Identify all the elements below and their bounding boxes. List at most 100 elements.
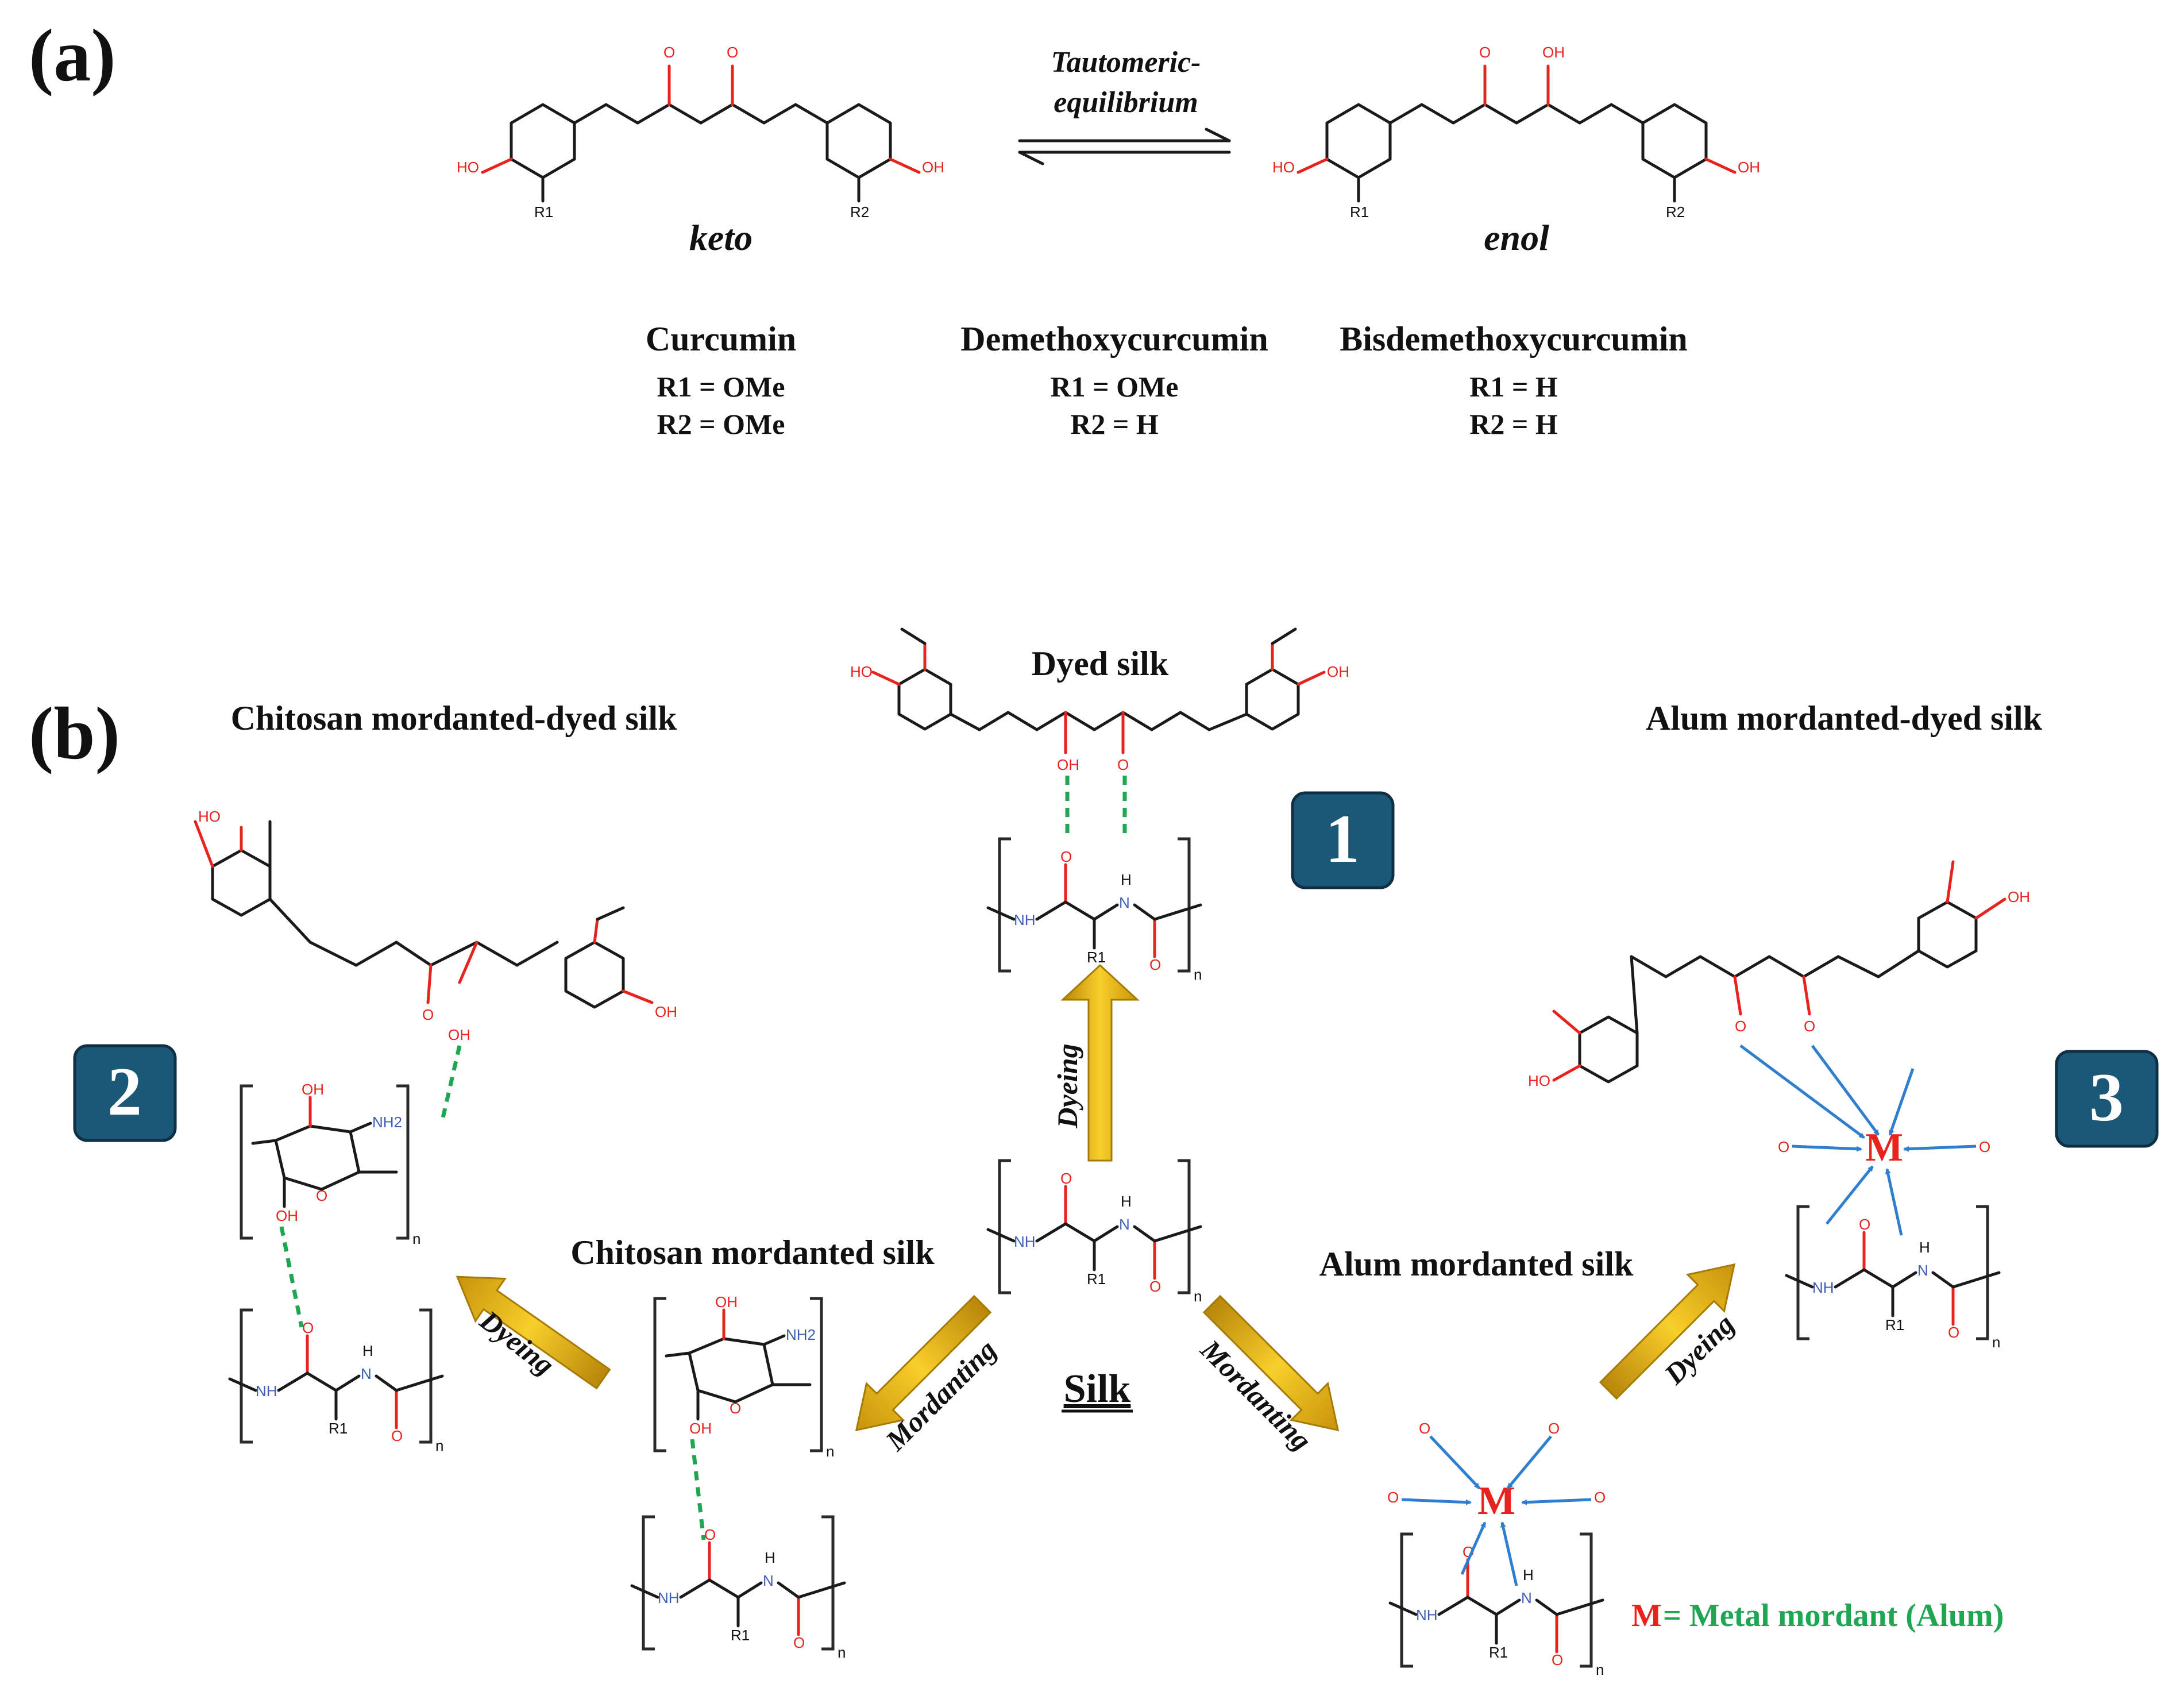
atom-oh: OH bbox=[655, 1003, 677, 1020]
metal-legend: M = Metal mordant (Alum) bbox=[1631, 1598, 2004, 1633]
title-alum-dyed-silk: Alum mordanted-dyed silk bbox=[1646, 699, 2043, 737]
metal-symbol: M bbox=[1865, 1126, 1903, 1170]
title-chitosan-dyed-silk: Chitosan mordanted-dyed silk bbox=[231, 699, 677, 737]
compound-table: Curcumin R1 = OMe R2 = OMe Demethoxycurc… bbox=[646, 320, 1688, 440]
atom-o: O bbox=[727, 44, 738, 61]
silk-peptide: NH O N H O R1 n bbox=[986, 837, 1202, 983]
atom-r2: R2 bbox=[1666, 203, 1685, 221]
atom-o: O bbox=[1548, 1420, 1560, 1437]
atom-ho: HO bbox=[1528, 1072, 1550, 1089]
atom-h: H bbox=[1121, 871, 1132, 888]
silk-peptide-alum-dyed bbox=[1786, 1207, 2000, 1351]
atom-o: O bbox=[1804, 1018, 1815, 1035]
atom-o: O bbox=[1594, 1489, 1606, 1506]
atom-oh: OH bbox=[922, 159, 944, 176]
chitosan-unit: OH NH2 O OH n bbox=[653, 1293, 834, 1460]
atom-ho: HO bbox=[850, 663, 873, 680]
atom-nh2: NH2 bbox=[786, 1326, 816, 1343]
arrow-dyeing-up: Dyeing bbox=[1051, 964, 1140, 1162]
atom-r1: R1 bbox=[1087, 949, 1106, 966]
atom-o: O bbox=[422, 1006, 434, 1023]
keto-structure: O O HO OH R1 R2 bbox=[457, 44, 944, 221]
enol-structure: O OH HO OH R1 R2 bbox=[1272, 44, 1760, 221]
compound-r2: R2 = OMe bbox=[657, 408, 785, 440]
atom-oh: OH bbox=[689, 1420, 712, 1437]
silk-peptide-chitosan-dyed bbox=[230, 1310, 443, 1454]
alum-dyed-curcumin: OH HO O O bbox=[1528, 860, 2030, 1089]
equilibrium-label-1: Tautomeric- bbox=[1051, 46, 1201, 79]
atom-o: O bbox=[663, 44, 675, 61]
badge-2: 2 bbox=[73, 1044, 177, 1142]
atom-o: O bbox=[1979, 1138, 1990, 1155]
atom-nh: NH bbox=[1014, 911, 1036, 928]
dyed-silk-curcumin: HO OH OH O bbox=[850, 627, 1349, 839]
atom-oh: OH bbox=[448, 1026, 470, 1043]
atom-oh: OH bbox=[1738, 159, 1760, 176]
alum-dyed-metal-complex: M O O bbox=[1739, 1044, 1990, 1236]
center-silk-label: Silk bbox=[1064, 1367, 1131, 1411]
compound-r2: R2 = H bbox=[1469, 408, 1558, 440]
enol-label: enol bbox=[1484, 217, 1549, 258]
badge-number: 2 bbox=[107, 1053, 142, 1130]
atom-o: O bbox=[730, 1400, 741, 1417]
silk-peptide-center bbox=[988, 1161, 1202, 1305]
atom-o: O bbox=[1479, 44, 1491, 61]
chitosan-dyed-curcumin: HO OH O OH bbox=[194, 808, 677, 1121]
atom-ho: HO bbox=[1272, 159, 1295, 176]
hbond bbox=[690, 1439, 706, 1540]
atom-o: O bbox=[1149, 956, 1161, 973]
atom-oh: OH bbox=[1057, 756, 1079, 773]
silk-peptide-chitosan bbox=[632, 1517, 846, 1661]
atom-o: O bbox=[1387, 1489, 1399, 1506]
compound-r2: R2 = H bbox=[1070, 408, 1159, 440]
arrow-mordanting-right bbox=[1202, 1294, 1340, 1432]
atom-oh: OH bbox=[715, 1293, 738, 1311]
badge-number: 3 bbox=[2089, 1059, 2124, 1135]
panel-a-label: (a) bbox=[29, 14, 116, 97]
atom-r2: R2 bbox=[850, 203, 869, 221]
panel-b-label: (b) bbox=[29, 692, 120, 775]
atom-n-subscript: n bbox=[826, 1443, 834, 1460]
keto-label: keto bbox=[689, 217, 753, 258]
badge-3: 3 bbox=[2055, 1050, 2159, 1148]
atom-oh: OH bbox=[1542, 44, 1565, 61]
atom-n: N bbox=[1119, 894, 1130, 911]
atom-r1: R1 bbox=[1350, 203, 1369, 221]
badge-number: 1 bbox=[1325, 800, 1360, 877]
compound-name: Bisdemethoxycurcumin bbox=[1340, 320, 1688, 358]
atom-o: O bbox=[1778, 1138, 1789, 1155]
atom-ho: HO bbox=[457, 159, 479, 176]
title-alum-silk: Alum mordanted silk bbox=[1319, 1245, 1634, 1283]
compound-name: Demethoxycurcumin bbox=[960, 320, 1268, 358]
compound-r1: R1 = H bbox=[1469, 371, 1558, 403]
chitosan-unit-dyed bbox=[241, 1081, 420, 1247]
legend-symbol: M bbox=[1631, 1598, 1662, 1633]
title-dyed-silk: Dyed silk bbox=[1032, 645, 1169, 683]
atom-o: O bbox=[1419, 1420, 1430, 1437]
atom-o: O bbox=[1117, 756, 1129, 773]
arrow-label-dyeing: Dyeing bbox=[1051, 1043, 1083, 1128]
equilibrium-arrows: Tautomeric- equilibrium bbox=[1018, 46, 1231, 165]
alum-metal-complex: M O O O O bbox=[1387, 1420, 1606, 1586]
atom-r1: R1 bbox=[534, 203, 553, 221]
atom-oh: OH bbox=[2008, 888, 2030, 905]
compound-r1: R1 = OMe bbox=[1051, 371, 1179, 403]
title-chitosan-silk: Chitosan mordanted silk bbox=[570, 1234, 935, 1271]
atom-oh: OH bbox=[1327, 663, 1349, 680]
atom-o: O bbox=[1060, 848, 1072, 865]
hbond bbox=[279, 1226, 304, 1328]
compound-name: Curcumin bbox=[646, 320, 796, 358]
atom-ho: HO bbox=[198, 808, 221, 825]
equilibrium-label-2: equilibrium bbox=[1054, 86, 1198, 119]
atom-o: O bbox=[1735, 1018, 1746, 1035]
compound-r1: R1 = OMe bbox=[657, 371, 785, 403]
atom-n-subscript: n bbox=[1194, 966, 1202, 983]
legend-text: = Metal mordant (Alum) bbox=[1663, 1598, 2004, 1633]
arrow-mordanting-left bbox=[855, 1294, 992, 1432]
arrow-dyeing-left bbox=[456, 1275, 611, 1390]
arrow-dyeing-right bbox=[1599, 1263, 1736, 1400]
badge-1: 1 bbox=[1291, 791, 1395, 889]
silk-peptide-alum bbox=[1390, 1534, 1604, 1678]
